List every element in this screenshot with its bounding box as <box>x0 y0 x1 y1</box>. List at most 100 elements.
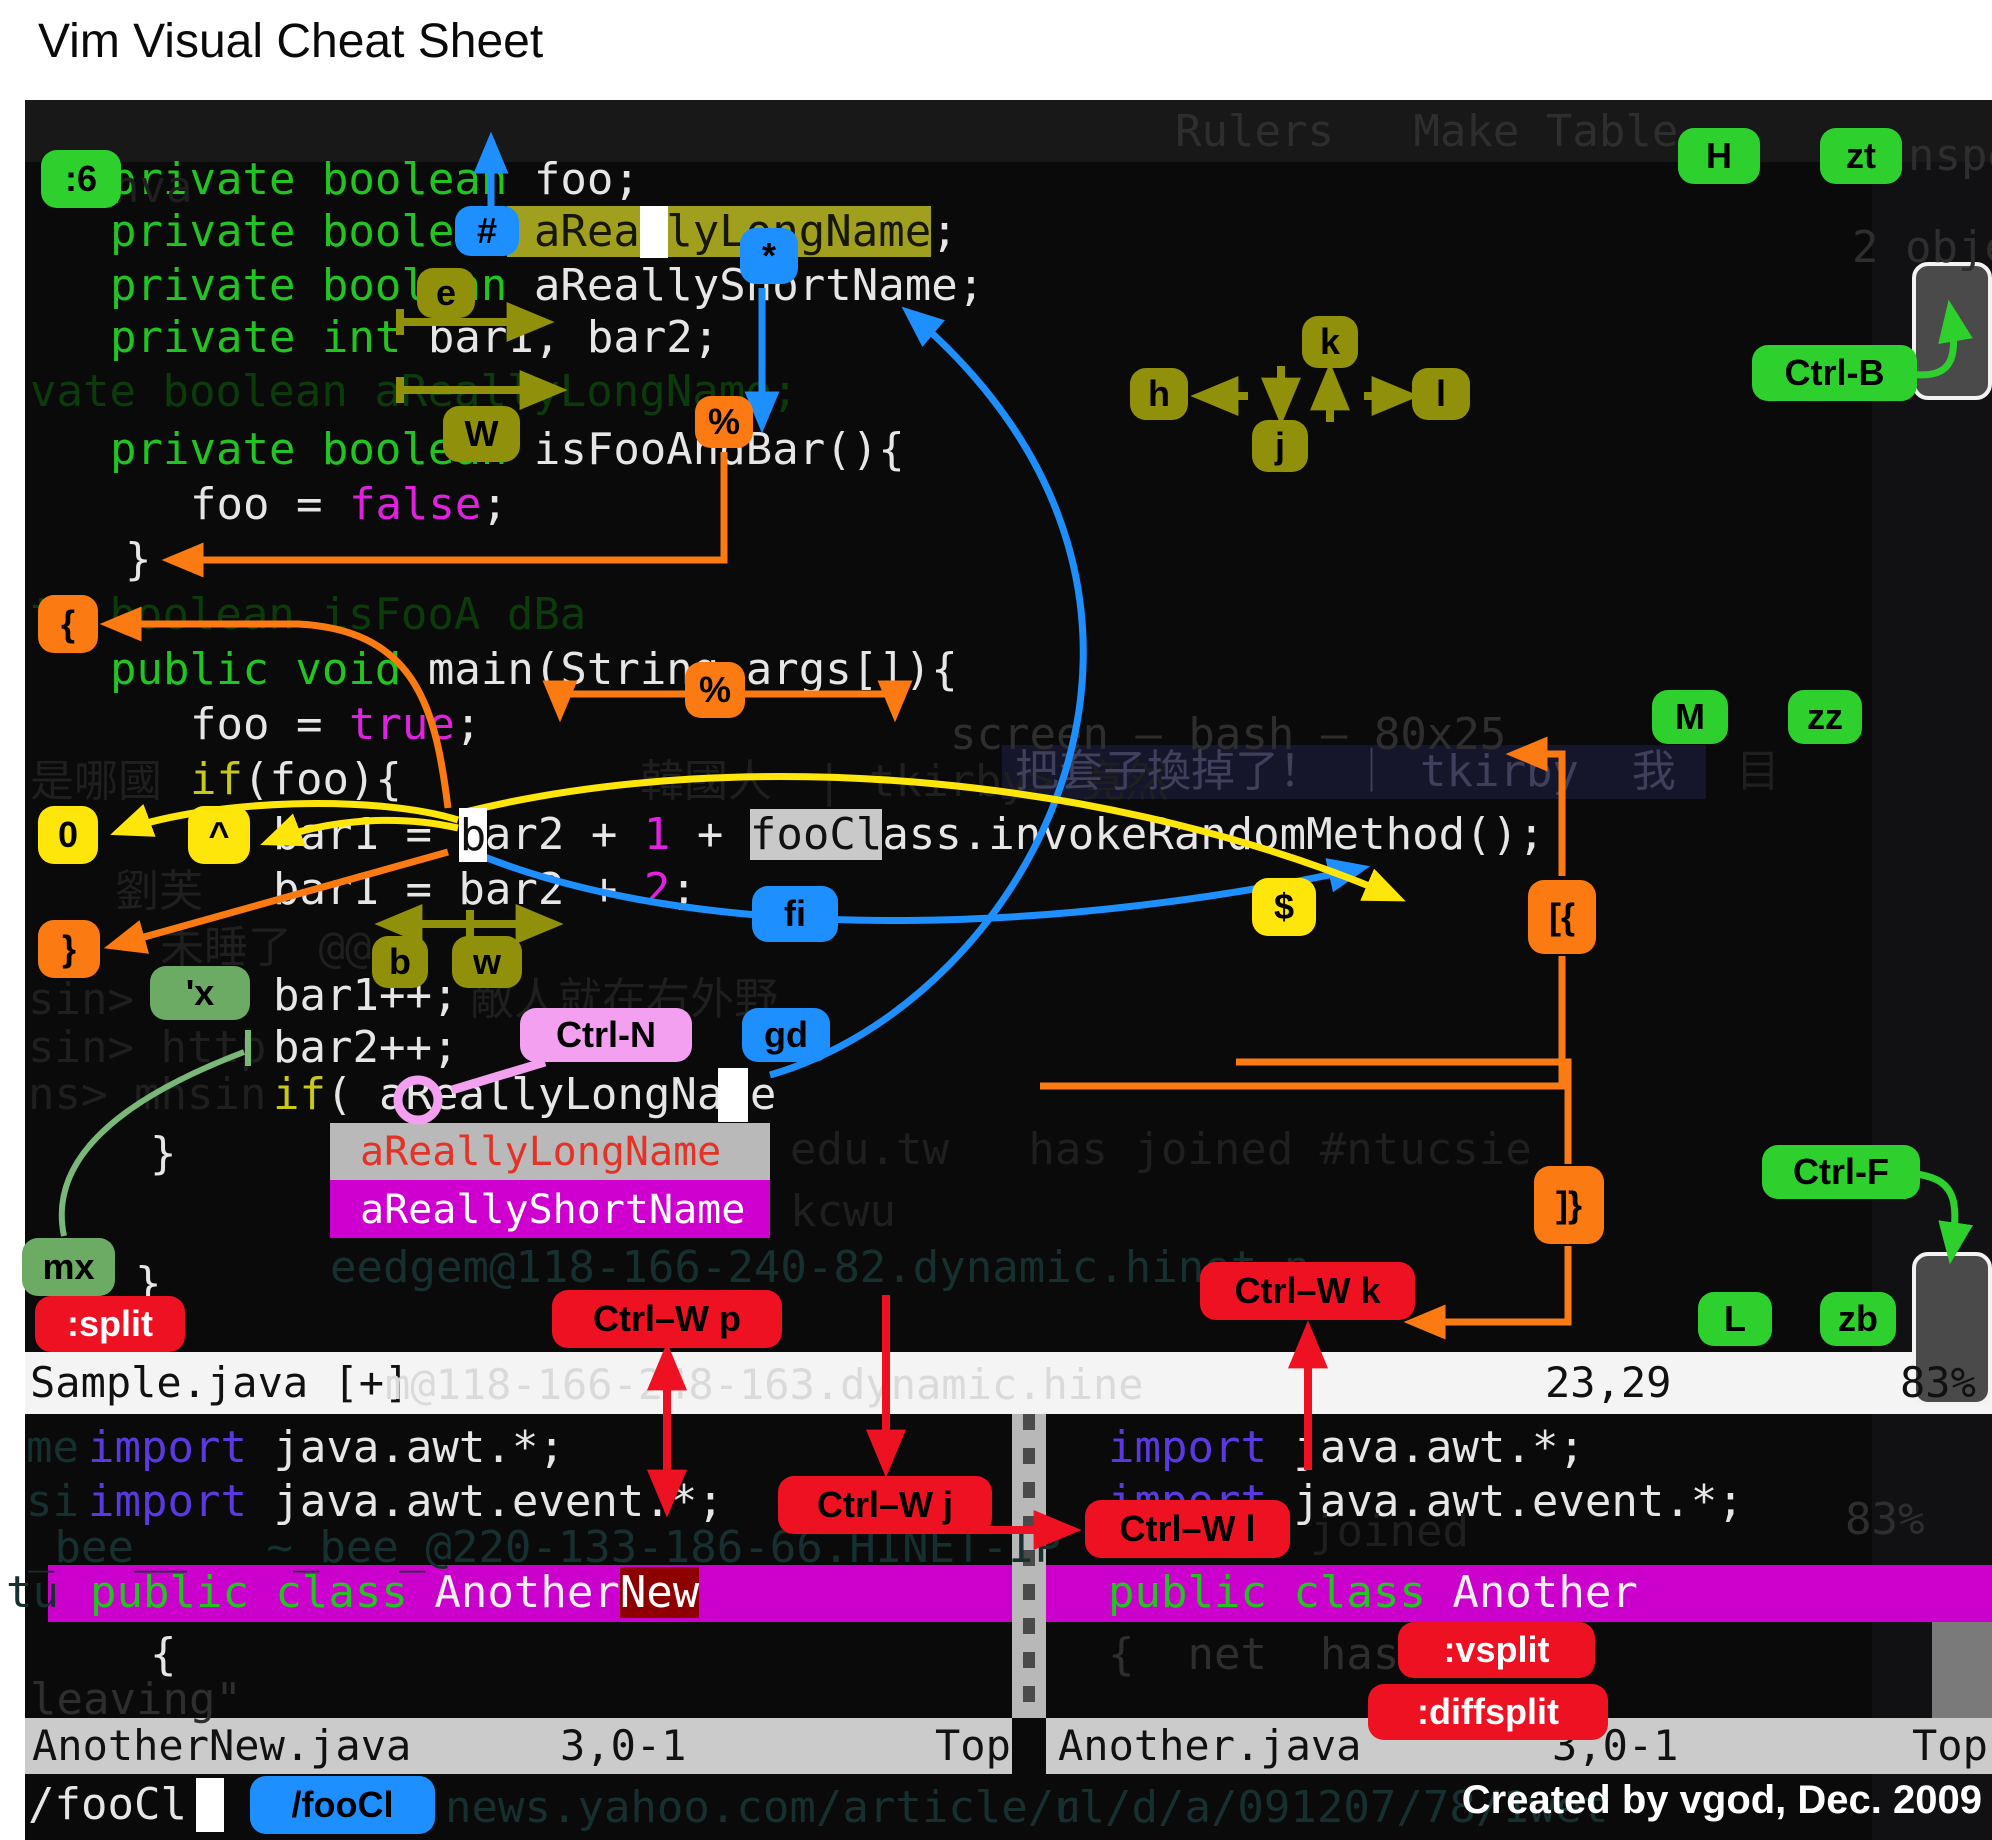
ghost: 目 <box>1736 746 1780 797</box>
badge-search-fooCl: /fooCl <box>250 1776 435 1834</box>
ghost: nspe <box>1908 130 1992 181</box>
badge-zb: zb <box>1820 1292 1896 1346</box>
badge-M: M <box>1652 690 1728 744</box>
credit-line: Created by vgod, Dec. 2009 <box>1461 1778 1982 1822</box>
badge-star-search-fwd: * <box>740 228 798 284</box>
scrollbar-thumb-top[interactable] <box>1912 262 1992 400</box>
ghost: eedgem@118-166-240-82.dynamic.hinet.n <box>330 1242 1311 1293</box>
badge-b-motion: b <box>372 936 428 988</box>
page-title: Vim Visual Cheat Sheet <box>38 15 544 68</box>
ghost: rl/d/a/091207/78/1wet <box>1052 1782 1609 1833</box>
badge-L: L <box>1698 1292 1772 1346</box>
code-line-11: foo = true; <box>190 699 482 750</box>
badge-ctrl-w-l: Ctrl–W l <box>1085 1500 1290 1558</box>
right-window-column <box>1872 162 1992 1840</box>
badge-ctrl-f: Ctrl-F <box>1762 1145 1920 1199</box>
diff-line-left <box>48 1565 1012 1622</box>
brace-pane-left: { <box>150 1629 177 1680</box>
ghost: 把套子換掉了！ ｜ tkirby 我 <box>1015 746 1676 797</box>
statusbar-top-pos: 23,29 <box>1545 1358 1672 1407</box>
badge-open-section: [{ <box>1528 880 1596 954</box>
popup-item-2: aReallyShortName <box>360 1187 746 1233</box>
code-line-10: public void main(String args[]){ <box>110 644 958 695</box>
badge-goto-line-6: :6 <box>41 150 121 208</box>
cmdline-search: /fooCl <box>28 1779 187 1830</box>
statusbar-top-file: Sample.java [+] <box>30 1358 410 1407</box>
badge-w-motion: w <box>452 936 522 988</box>
badge-percent-2: % <box>685 662 745 718</box>
ghost: kcwu <box>790 1186 896 1237</box>
statusbar-left-top: Top <box>935 1721 1011 1770</box>
statusbar-top-ghost: m@118-166-248-163.dynamic.hine <box>385 1360 1144 1409</box>
ghost: 劉芙 <box>115 866 203 917</box>
badge-ctrl-b: Ctrl-B <box>1752 345 1917 401</box>
badge-gd-goto-decl: gd <box>742 1008 830 1062</box>
badge-zz: zz <box>1788 690 1862 744</box>
badge-e-motion: e <box>417 268 475 318</box>
import-right-1: import java.awt.*; <box>1108 1422 1585 1473</box>
code-line-8: } <box>125 534 152 585</box>
cursor-bar2: b <box>459 808 487 862</box>
badge-dollar: $ <box>1252 878 1316 936</box>
divider-dashes <box>1023 1414 1035 1718</box>
code-line-14: bar1 = bar2 + 2; <box>273 864 697 915</box>
code-line-1: private boolean foo; <box>110 154 640 205</box>
statusbar-left-pos: 3,0-1 <box>560 1721 687 1770</box>
ghost: Rulers Make Table <box>1175 106 1679 157</box>
badge-H: H <box>1678 128 1760 184</box>
badge-l: l <box>1412 368 1470 420</box>
ghost: news.yahoo.com/article/u <box>445 1782 1081 1833</box>
code-line-4: private int bar1, bar2; <box>110 312 720 363</box>
badge-close-brace: } <box>38 920 100 978</box>
code-line-12: if(foo){ <box>190 754 402 805</box>
badge-hash-search-back: # <box>455 206 519 256</box>
statusbar-left <box>25 1718 1012 1774</box>
badge-close-section: ]} <box>1534 1166 1604 1244</box>
badge-split: :split <box>35 1296 185 1352</box>
cursor-cmdline <box>196 1778 224 1832</box>
diff-text-right: public class Another <box>1108 1567 1638 1618</box>
badge-W-motion: W <box>443 406 520 462</box>
ghost: tu <box>6 1567 59 1618</box>
badge-zero: 0 <box>38 806 98 864</box>
statusbar-top <box>25 1352 1992 1414</box>
statusbar-left-file: AnotherNew.java <box>32 1721 412 1770</box>
ghost: joined <box>1310 1506 1469 1557</box>
menu-strip <box>25 100 1992 162</box>
badge-vsplit: :vsplit <box>1398 1622 1595 1678</box>
statusbar-top-pct: 83% <box>1900 1358 1976 1407</box>
popup-row-2 <box>330 1180 770 1238</box>
code-line-18: if( aReallyLongName <box>273 1069 777 1120</box>
badge-caret: ^ <box>188 806 250 864</box>
window-divider[interactable] <box>1012 1414 1046 1718</box>
code-line-3: private boolean aReallyShortName; <box>110 260 985 311</box>
cursor-line2 <box>640 206 668 258</box>
badge-h: h <box>1130 368 1188 420</box>
badge-mark-x: 'x <box>150 966 250 1020</box>
ghost: 2 obje <box>1852 222 1992 273</box>
badge-ctrl-w-j: Ctrl–W j <box>778 1476 992 1534</box>
ghost: vate boolean aReallyLongName; <box>30 366 799 417</box>
scroll-track-bottom <box>1932 1622 1992 1718</box>
ghost: leaving" <box>30 1674 242 1725</box>
badge-diffsplit: :diffsplit <box>1368 1684 1608 1740</box>
diff-text-left: public class AnotherNew <box>90 1567 700 1618</box>
ghost: ns> mhsin <box>28 1069 267 1120</box>
brace-popup-left: } <box>150 1128 177 1179</box>
ghost: me <box>26 1422 79 1473</box>
ghost: 83% <box>1845 1494 1925 1545</box>
statusbar-right-top: Top <box>1912 1721 1988 1770</box>
badge-open-brace: { <box>38 595 98 653</box>
statusbar-right-file: Another.java <box>1058 1721 1362 1770</box>
diff-line-right <box>1046 1565 1992 1622</box>
code-line-2: private boolean aReallyLongName; <box>110 206 958 257</box>
code-line-16: bar1++; <box>273 970 459 1021</box>
badge-k: k <box>1302 316 1358 368</box>
ghost: te boolean isFooA dBa <box>30 589 587 640</box>
badge-fi-find-char: fi <box>752 886 838 942</box>
ghost: si <box>26 1476 79 1527</box>
ghost: edu.tw has joined #ntucsie <box>790 1124 1532 1175</box>
popup-row-1 <box>330 1123 770 1180</box>
import-left-1: import java.awt.*; <box>88 1422 565 1473</box>
